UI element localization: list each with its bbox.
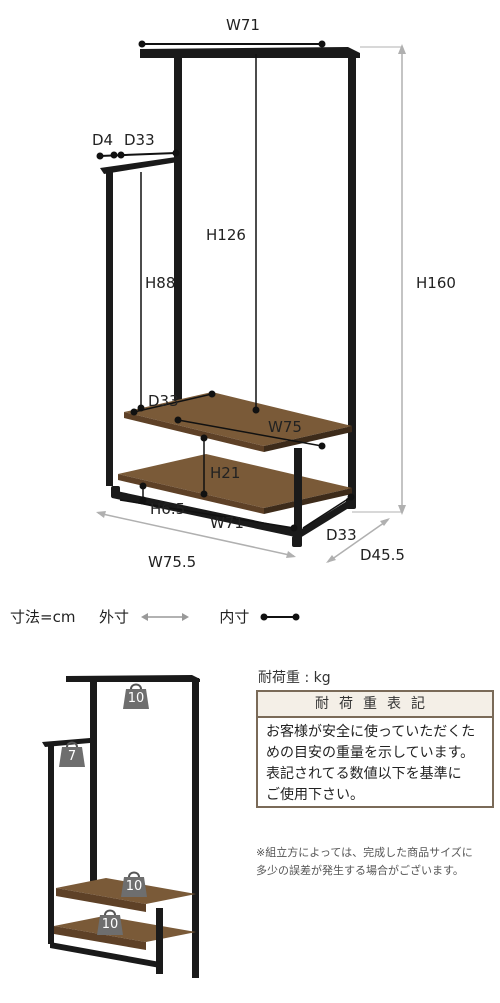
w71-bottom-dim xyxy=(119,499,295,529)
weight-icon-lower-shelf: 10 xyxy=(96,908,124,936)
dim-dot xyxy=(96,152,104,160)
label-d33-bottom: D33 xyxy=(326,526,357,544)
weight-icon-top: 10 xyxy=(122,682,150,710)
load-diagram xyxy=(42,675,200,978)
side-rail xyxy=(100,157,178,174)
dim-dot xyxy=(110,151,118,159)
caster xyxy=(111,486,120,498)
table-header: 耐荷重表記 xyxy=(258,692,492,718)
d33-bottom-dim xyxy=(302,496,352,529)
upper-shelf-side xyxy=(264,426,352,452)
weight-icon-side: 7 xyxy=(58,740,86,768)
note-line: ※組立方によっては、完成した商品サイズに xyxy=(256,846,473,859)
left-post xyxy=(106,168,113,486)
label-w71-top: W71 xyxy=(226,16,260,34)
weight-value-upper-shelf: 10 xyxy=(125,879,143,894)
arrow-head xyxy=(380,518,390,526)
dim-dot xyxy=(290,524,298,532)
right-post xyxy=(348,54,356,500)
dim-dot xyxy=(117,151,125,159)
inner-label: 内寸 xyxy=(219,608,250,626)
dim-dot xyxy=(130,408,138,416)
label-w75: W75 xyxy=(268,418,302,436)
table-body: お客様が安全に使っていただくた めの目安の重量を示しています。 表記されてる数値… xyxy=(258,718,492,810)
dot-line-icon xyxy=(260,612,300,622)
weight-value-top: 10 xyxy=(127,691,145,706)
d45-5-line xyxy=(327,519,389,563)
dim-dot xyxy=(208,390,216,398)
dim-dot xyxy=(347,493,355,501)
arrow-head xyxy=(326,555,336,563)
lower-shelf-front xyxy=(118,474,264,514)
table-line: お客様が安全に使っていただくた xyxy=(266,724,476,740)
load-unit-label: 耐荷重 : kg xyxy=(258,670,331,686)
dim-dot xyxy=(174,416,182,424)
arrow-head xyxy=(96,511,106,518)
upper-shelf-front xyxy=(124,412,264,452)
table-line: ご使用下さい。 xyxy=(266,787,364,803)
weight-value-side: 7 xyxy=(67,749,77,764)
label-h21: H21 xyxy=(210,464,240,482)
weight-value-lower-shelf: 10 xyxy=(101,917,119,932)
inner-post xyxy=(174,56,182,408)
d33-shelf-dim xyxy=(133,393,213,413)
front-leg xyxy=(294,448,302,540)
load-note-table: 耐荷重表記 お客様が安全に使っていただくた めの目安の重量を示しています。 表記… xyxy=(256,690,494,808)
table-line: めの目安の重量を示しています。 xyxy=(266,745,475,761)
caster xyxy=(292,536,302,547)
label-h160: H160 xyxy=(416,274,456,292)
label-d33-top: D33 xyxy=(124,131,155,149)
dim-dot xyxy=(200,434,208,442)
w75-dim xyxy=(177,419,323,447)
label-d4: D4 xyxy=(92,131,113,149)
outer-label: 外寸 xyxy=(99,608,130,626)
label-h88: H88 xyxy=(145,274,175,292)
assembly-note: ※組立方によっては、完成した商品サイズに 多少の誤差が発生する場合がございます。 xyxy=(256,844,492,880)
label-h126: H126 xyxy=(206,226,246,244)
double-arrow-icon xyxy=(140,612,190,622)
lower-shelf-top xyxy=(118,454,352,508)
base-rail-side xyxy=(300,498,352,538)
dim-dot xyxy=(139,496,147,504)
caster xyxy=(346,498,356,509)
lower-shelf-side xyxy=(264,488,352,514)
dimension-diagram: W71 D4 D33 H126 H88 H160 D33 W75 H21 H6.… xyxy=(92,16,456,571)
dim-dot xyxy=(318,40,326,48)
dim-dot xyxy=(200,490,208,498)
dim-dot xyxy=(252,406,260,414)
table-line: 表記されてる数値以下を基準に xyxy=(266,766,462,782)
dim-dot xyxy=(172,149,180,157)
upper-shelf-top xyxy=(124,392,352,446)
label-d45-5: D45.5 xyxy=(360,546,405,564)
unit-label: 寸法=cm xyxy=(10,608,76,626)
label-w75-5: W75.5 xyxy=(148,553,196,571)
w75-5-line xyxy=(97,512,295,557)
weight-icon-upper-shelf: 10 xyxy=(120,870,148,898)
dim-dot xyxy=(138,40,146,48)
top-rail xyxy=(140,47,360,58)
note-line: 多少の誤差が発生する場合がございます。 xyxy=(256,864,464,877)
unit-legend: 寸法=cm 外寸 内寸 xyxy=(10,606,300,627)
arrow-head xyxy=(398,44,406,54)
dim-dot xyxy=(139,482,147,490)
label-d33-shelf: D33 xyxy=(148,392,179,410)
label-w71-bottom: W71 xyxy=(210,514,244,532)
label-h6-5: H6.5 xyxy=(150,500,185,518)
arrow-head xyxy=(398,505,406,515)
arrow-head xyxy=(286,551,296,558)
dim-dot xyxy=(318,442,326,450)
